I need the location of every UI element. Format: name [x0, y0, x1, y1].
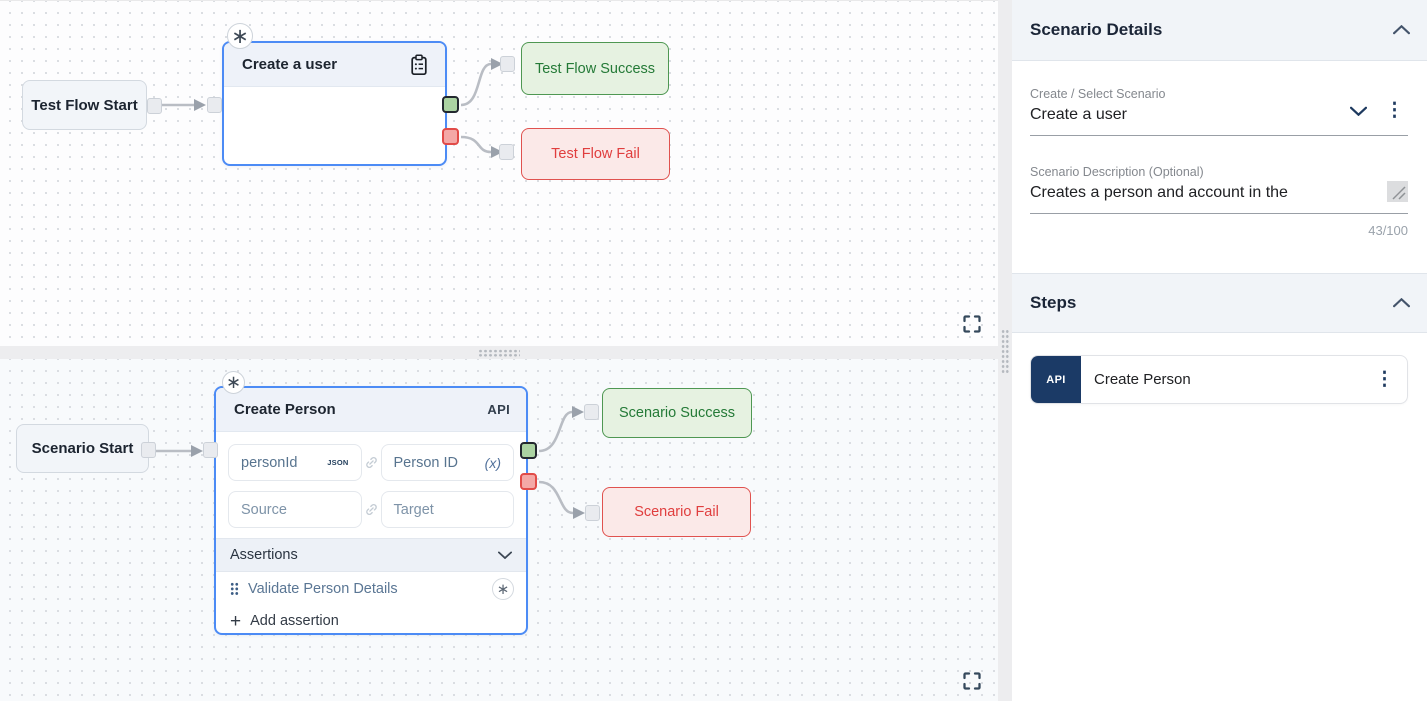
node-title: Create Person — [234, 401, 336, 418]
steps-list: API Create Person ⋮ — [1012, 333, 1427, 404]
kebab-menu-icon[interactable]: ⋮ — [1385, 100, 1404, 121]
scenario-details-header[interactable]: Scenario Details — [1012, 0, 1427, 61]
vertical-panel-resizer[interactable] — [998, 0, 1012, 701]
unsaved-asterisk-badge: ∗ — [222, 371, 245, 394]
node-fail-handle[interactable] — [442, 128, 459, 145]
fullscreen-icon — [963, 315, 981, 333]
scenario-success-node[interactable]: Scenario Success — [602, 388, 752, 438]
assertions-section-header[interactable]: Assertions — [216, 538, 526, 572]
start-node-label: Test Flow Start — [31, 96, 138, 114]
target-placeholder: Target — [393, 501, 434, 518]
char-counter: 43/100 — [1368, 223, 1408, 238]
details-sidebar: Scenario Details Create / Select Scenari… — [1012, 0, 1427, 701]
asterisk-icon: ∗ — [231, 24, 249, 48]
assertion-label: Validate Person Details — [248, 580, 398, 597]
success-input-handle[interactable] — [584, 404, 599, 420]
unsaved-asterisk-badge: ∗ — [227, 23, 253, 49]
json-type-badge: JSON — [327, 458, 349, 467]
start-node-label: Scenario Start — [31, 440, 134, 457]
add-assertion-label: Add assertion — [250, 613, 339, 629]
scenario-select-actions: ⋮ — [1342, 101, 1408, 124]
mapping-row: Source Target — [228, 491, 514, 528]
start-output-handle[interactable] — [141, 442, 156, 458]
scenario-details-body: Create / Select Scenario Create a user ⋮… — [1012, 61, 1427, 273]
scenario-canvas[interactable]: Scenario Start ∗ Create Person API perso… — [0, 359, 998, 701]
scenario-edges — [156, 406, 585, 519]
fail-node-label: Scenario Fail — [634, 504, 719, 520]
start-output-handle[interactable] — [147, 98, 162, 114]
step-card-create-person[interactable]: API Create Person ⋮ — [1030, 355, 1408, 404]
step-label: Create Person — [1094, 371, 1191, 388]
scenario-select-main: Create / Select Scenario Create a user — [1030, 87, 1342, 124]
scenario-select-value: Create a user — [1030, 106, 1127, 123]
mapping-source-chip[interactable]: personId JSON — [228, 444, 362, 481]
link-icon — [364, 502, 379, 517]
node-input-handle[interactable] — [203, 442, 218, 458]
scenario-description-field[interactable]: Scenario Description (Optional) Creates … — [1030, 165, 1408, 214]
test-flow-success-node[interactable]: Test Flow Success — [521, 42, 669, 95]
asterisk-icon: ∗ — [496, 580, 510, 598]
node-title: Create a user — [242, 56, 338, 73]
scenario-select-field[interactable]: Create / Select Scenario Create a user ⋮ — [1030, 87, 1408, 136]
mapping-source-chip-empty[interactable]: Source — [228, 491, 362, 528]
fullscreen-icon — [963, 672, 981, 690]
success-input-handle[interactable] — [500, 56, 515, 72]
scenario-select-label: Create / Select Scenario — [1030, 87, 1166, 101]
assertions-title: Assertions — [230, 547, 298, 563]
fullscreen-button[interactable] — [960, 669, 984, 693]
chevron-up-icon[interactable] — [1393, 25, 1410, 35]
link-icon — [364, 455, 379, 470]
assertion-item[interactable]: Validate Person Details ∗ — [216, 572, 526, 605]
fail-node-label: Test Flow Fail — [551, 146, 640, 162]
mapping-source-value: personId — [241, 454, 298, 471]
variable-icon: (x) — [484, 454, 501, 471]
scenario-description-main: Scenario Description (Optional) Creates … — [1030, 165, 1387, 202]
drag-dots-icon — [478, 348, 520, 357]
test-flow-fail-node[interactable]: Test Flow Fail — [521, 128, 670, 180]
scenario-description-label: Scenario Description (Optional) — [1030, 165, 1204, 179]
assertion-asterisk-badge: ∗ — [492, 577, 514, 600]
node-fail-handle[interactable] — [520, 473, 537, 490]
horizontal-panel-resizer[interactable] — [0, 346, 998, 359]
chevron-down-icon[interactable] — [1350, 106, 1367, 116]
add-assertion-button[interactable]: + Add assertion — [216, 605, 526, 637]
node-input-handle[interactable] — [207, 97, 222, 113]
mapping-target-chip[interactable]: Person ID (x) — [380, 444, 514, 481]
test-flow-edges — [161, 58, 503, 158]
node-success-handle[interactable] — [520, 442, 537, 459]
clipboard-icon[interactable] — [409, 53, 429, 76]
mapping-target-chip-empty[interactable]: Target — [380, 491, 514, 528]
success-node-label: Scenario Success — [618, 405, 736, 421]
success-node-label: Test Flow Success — [534, 60, 656, 77]
steps-header[interactable]: Steps — [1012, 273, 1427, 333]
scenario-start-node[interactable]: Scenario Start — [16, 424, 149, 473]
asterisk-icon: ∗ — [225, 372, 242, 392]
source-placeholder: Source — [241, 501, 287, 518]
drag-dots-icon — [1001, 328, 1009, 373]
mapping-target-value: Person ID — [393, 454, 458, 471]
step-type-badge: API — [1031, 356, 1081, 403]
node-success-handle[interactable] — [442, 96, 459, 113]
node-type-label: API — [487, 402, 510, 417]
node-header: Create Person API — [216, 388, 526, 432]
create-a-user-node[interactable]: Create a user — [222, 41, 447, 166]
scenario-description-value: Creates a person and account in the — [1030, 184, 1288, 201]
scenario-details-title: Scenario Details — [1030, 20, 1163, 39]
textarea-resize-handle[interactable] — [1387, 181, 1408, 202]
drag-handle-icon[interactable] — [230, 582, 239, 595]
create-person-node[interactable]: Create Person API personId JSON Person I… — [214, 386, 528, 635]
test-flow-start-node[interactable]: Test Flow Start — [22, 80, 147, 130]
fullscreen-button[interactable] — [960, 312, 984, 336]
scenario-fail-node[interactable]: Scenario Fail — [602, 487, 751, 537]
plus-icon: + — [230, 610, 242, 632]
node-header: Create a user — [224, 43, 445, 87]
steps-title: Steps — [1030, 293, 1077, 312]
chevron-down-icon — [498, 551, 512, 559]
test-flow-canvas[interactable]: Test Flow Start ∗ Create a user — [0, 0, 998, 346]
chevron-up-icon[interactable] — [1393, 298, 1410, 308]
kebab-menu-icon[interactable]: ⋮ — [1375, 369, 1394, 390]
mapping-row: personId JSON Person ID (x) — [228, 444, 514, 481]
fail-input-handle[interactable] — [499, 144, 514, 160]
fail-input-handle[interactable] — [585, 505, 600, 521]
